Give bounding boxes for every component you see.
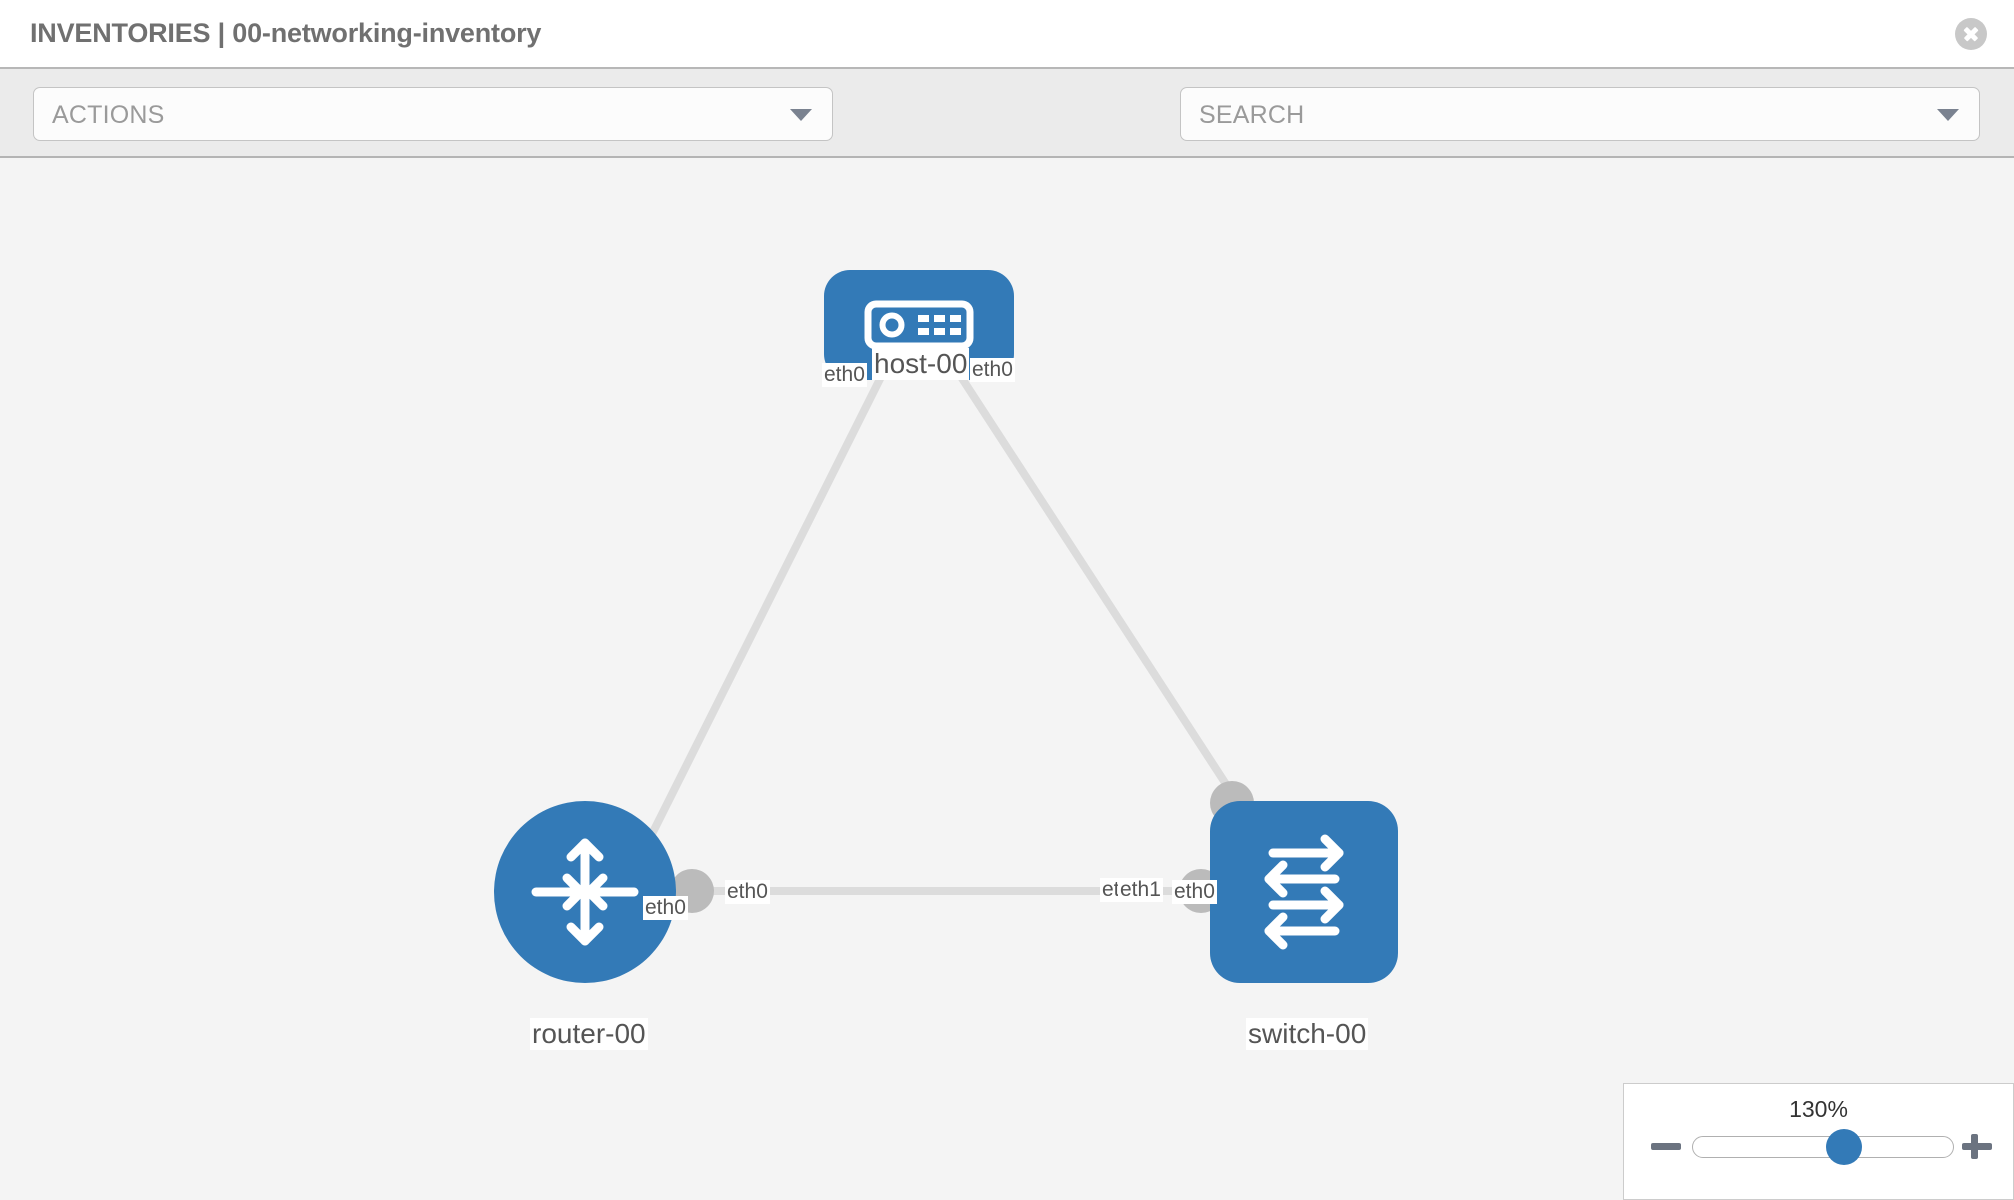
port-label-host-left: eth0 bbox=[822, 363, 867, 387]
node-switch-00-label[interactable]: switch-00 bbox=[1246, 1018, 1369, 1050]
node-host-00-label[interactable]: host-00 bbox=[872, 348, 970, 380]
node-router-00-shape[interactable] bbox=[494, 801, 676, 983]
server-device-icon bbox=[864, 300, 974, 350]
topology-canvas[interactable]: host-00 eth0 eth0 bbox=[0, 158, 2014, 1200]
minus-icon-stroke bbox=[1651, 1143, 1681, 1150]
zoom-level-value: 130% bbox=[1789, 1096, 1848, 1122]
close-icon[interactable] bbox=[1955, 18, 1987, 50]
link-host-router bbox=[636, 361, 892, 860]
actions-dropdown-label: ACTIONS bbox=[52, 101, 165, 129]
switch-arrows-icon bbox=[1264, 834, 1344, 950]
port-label-router-right: eth0 bbox=[725, 880, 770, 904]
search-placeholder: SEARCH bbox=[1199, 101, 1305, 129]
port-label-switch-left-b: eth1 bbox=[1118, 878, 1163, 902]
minus-icon[interactable] bbox=[1648, 1129, 1684, 1165]
page-header: INVENTORIES | 00-networking-inventory bbox=[0, 0, 2014, 69]
actions-dropdown[interactable]: ACTIONS bbox=[33, 87, 833, 141]
plus-icon[interactable] bbox=[1959, 1129, 1995, 1165]
zoom-slider-thumb[interactable] bbox=[1825, 1129, 1862, 1165]
port-label-host-right: eth0 bbox=[970, 358, 1015, 382]
zoom-control-panel: 130% bbox=[1623, 1083, 2014, 1200]
node-switch-00-shape[interactable] bbox=[1210, 801, 1398, 983]
page-title: INVENTORIES | 00-networking-inventory bbox=[30, 18, 542, 48]
chevron-down-icon bbox=[1937, 109, 1959, 121]
toolbar: ACTIONS SEARCH bbox=[0, 69, 2014, 202]
zoom-slider[interactable] bbox=[1692, 1129, 1954, 1165]
router-arrows-icon bbox=[531, 838, 639, 946]
plus-icon-stroke bbox=[1970, 1134, 1978, 1159]
node-router-00-label[interactable]: router-00 bbox=[530, 1018, 648, 1050]
port-label-router-upper: eth0 bbox=[643, 896, 688, 920]
link-host-switch bbox=[948, 360, 1239, 801]
port-label-switch-upper: eth0 bbox=[1172, 880, 1217, 904]
search-input[interactable]: SEARCH bbox=[1180, 87, 1980, 141]
chevron-down-icon bbox=[790, 109, 812, 121]
